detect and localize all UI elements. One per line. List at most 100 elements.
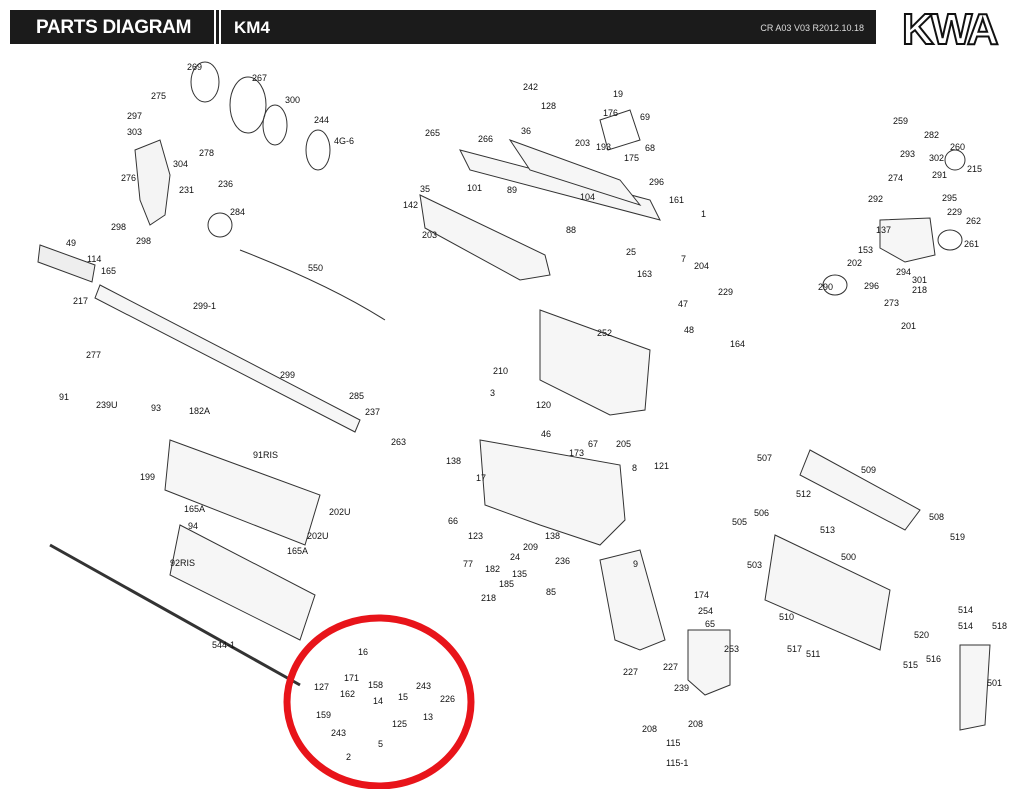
part-label-229: 229 (947, 207, 963, 217)
part-label-227: 227 (623, 667, 639, 677)
part-label-260: 260 (950, 142, 966, 152)
part-label-4G-6: 4G-6 (334, 136, 355, 146)
part-label-516: 516 (926, 654, 942, 664)
part-label-69: 69 (640, 112, 651, 122)
part-label-254: 254 (698, 606, 714, 616)
part-label-137: 137 (876, 225, 892, 235)
part-label-115-1: 115-1 (666, 758, 689, 768)
part-label-202U: 202U (307, 531, 329, 541)
part-label-297: 297 (127, 111, 143, 121)
part-label-296: 296 (649, 177, 665, 187)
part-label-101: 101 (467, 183, 483, 193)
part-label-66: 66 (448, 516, 459, 526)
part-label-193: 193 (596, 142, 612, 152)
part-label-276: 276 (121, 173, 137, 183)
part-label-252: 252 (597, 328, 613, 338)
part-label-244: 244 (314, 115, 330, 125)
part-label-243: 243 (331, 728, 347, 738)
part-label-509: 509 (861, 465, 877, 475)
part-label-159: 159 (316, 710, 332, 720)
divider (219, 10, 221, 44)
part-label-13: 13 (423, 712, 434, 722)
part-label-218: 218 (481, 593, 497, 603)
part-label-274: 274 (888, 173, 904, 183)
part-label-273: 273 (884, 298, 900, 308)
part-label-231: 231 (179, 185, 195, 195)
part-label-121: 121 (654, 461, 670, 471)
part-label-303: 303 (127, 127, 143, 137)
part-label-163: 163 (637, 269, 653, 279)
part-label-505: 505 (732, 517, 748, 527)
part-label-514: 514 (958, 605, 974, 615)
part-label-210: 210 (493, 366, 509, 376)
part-label-182A: 182A (189, 406, 211, 416)
part-label-91: 91 (59, 392, 70, 402)
part-label-36: 36 (521, 126, 532, 136)
part-label-205: 205 (616, 439, 632, 449)
page-title: PARTS DIAGRAM (36, 17, 192, 38)
part-label-510: 510 (779, 612, 795, 622)
part-label-35: 35 (420, 184, 431, 194)
part-label-209: 209 (523, 542, 539, 552)
part-label-511: 511 (806, 649, 821, 659)
part-label-5: 5 (378, 739, 384, 749)
part-label-517: 517 (787, 644, 803, 654)
part-label-16: 16 (358, 647, 369, 657)
part-label-242: 242 (523, 82, 539, 92)
part-label-127: 127 (314, 682, 330, 692)
part-label-125: 125 (392, 719, 408, 729)
part-label-138: 138 (446, 456, 462, 466)
part-label-104: 104 (580, 192, 596, 202)
part-label-3: 3 (490, 388, 496, 398)
part-label-501: 501 (987, 678, 1003, 688)
part-label-201: 201 (901, 321, 917, 331)
part-label-138: 138 (545, 531, 561, 541)
part-label-174: 174 (694, 590, 710, 600)
part-label-17: 17 (476, 473, 487, 483)
part-label-226: 226 (440, 694, 456, 704)
part-label-165: 165 (101, 266, 117, 276)
part-label-261: 261 (964, 239, 980, 249)
part-label-239: 239 (674, 683, 690, 693)
part-label-162: 162 (340, 689, 356, 699)
part-label-301: 301 (912, 275, 928, 285)
part-label-92RIS: 92RIS (170, 558, 196, 568)
gearbox (539, 309, 651, 416)
part-label-519: 519 (950, 532, 966, 542)
model-name: KM4 (234, 18, 270, 37)
part-label-165A: 165A (287, 546, 309, 556)
part-label-218: 218 (912, 285, 928, 295)
part-label-49: 49 (66, 238, 77, 248)
part-label-199: 199 (140, 472, 156, 482)
part-label-9: 9 (633, 559, 639, 569)
part-label-161: 161 (669, 195, 685, 205)
part-label-290: 290 (818, 282, 834, 292)
part-label-293: 293 (900, 149, 916, 159)
part-label-282: 282 (924, 130, 940, 140)
part-label-185: 185 (499, 579, 515, 589)
part-label-236: 236 (555, 556, 571, 566)
part-label-25: 25 (626, 247, 637, 257)
upper-receiver (419, 109, 661, 281)
part-label-514: 514 (958, 621, 974, 631)
ris-rail-handguard (49, 439, 321, 687)
part-label-135: 135 (512, 569, 528, 579)
rear-sight-assembly (822, 149, 966, 296)
part-label-173: 173 (569, 448, 585, 458)
part-label-165A: 165A (184, 504, 206, 514)
part-label-123: 123 (468, 531, 484, 541)
part-label-277: 277 (86, 350, 102, 360)
part-label-296: 296 (864, 281, 880, 291)
part-label-300: 300 (285, 95, 301, 105)
part-label-176: 176 (603, 108, 619, 118)
part-label-236: 236 (218, 179, 234, 189)
part-label-48: 48 (684, 325, 695, 335)
part-label-158: 158 (368, 680, 384, 690)
front-sight-assembly (134, 61, 331, 238)
part-label-267: 267 (252, 73, 268, 83)
part-label-507: 507 (757, 453, 773, 463)
part-label-298: 298 (136, 236, 152, 246)
part-label-299-1: 299-1 (193, 301, 217, 311)
part-label-2: 2 (346, 752, 352, 762)
